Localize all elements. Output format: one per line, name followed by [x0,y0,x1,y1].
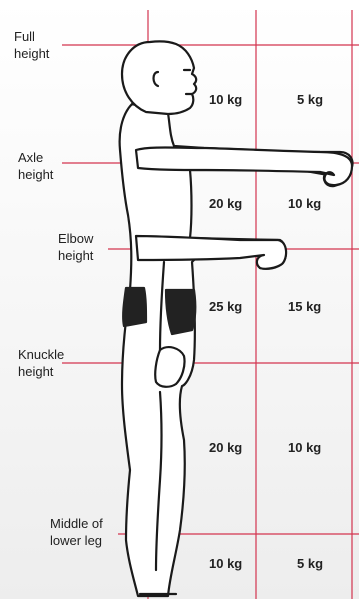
zone-2-near-weight: 20 kg [209,196,242,211]
label-axle-height: Axle height [18,149,53,183]
zone-3-far-weight: 15 kg [288,299,321,314]
zone-1-near-weight: 10 kg [209,92,242,107]
zone-1-far-weight: 5 kg [297,92,323,107]
label-knuckle-height: Knuckle height [18,346,64,380]
label-full-height: Full height [14,28,49,62]
zone-4-near-weight: 20 kg [209,440,242,455]
zone-5-near-weight: 10 kg [209,556,242,571]
label-elbow-height: Elbow height [58,230,93,264]
label-mid-lower-leg: Middle of lower leg [50,515,103,549]
zone-5-far-weight: 5 kg [297,556,323,571]
zone-2-far-weight: 10 kg [288,196,321,211]
zone-4-far-weight: 10 kg [288,440,321,455]
zone-3-near-weight: 25 kg [209,299,242,314]
